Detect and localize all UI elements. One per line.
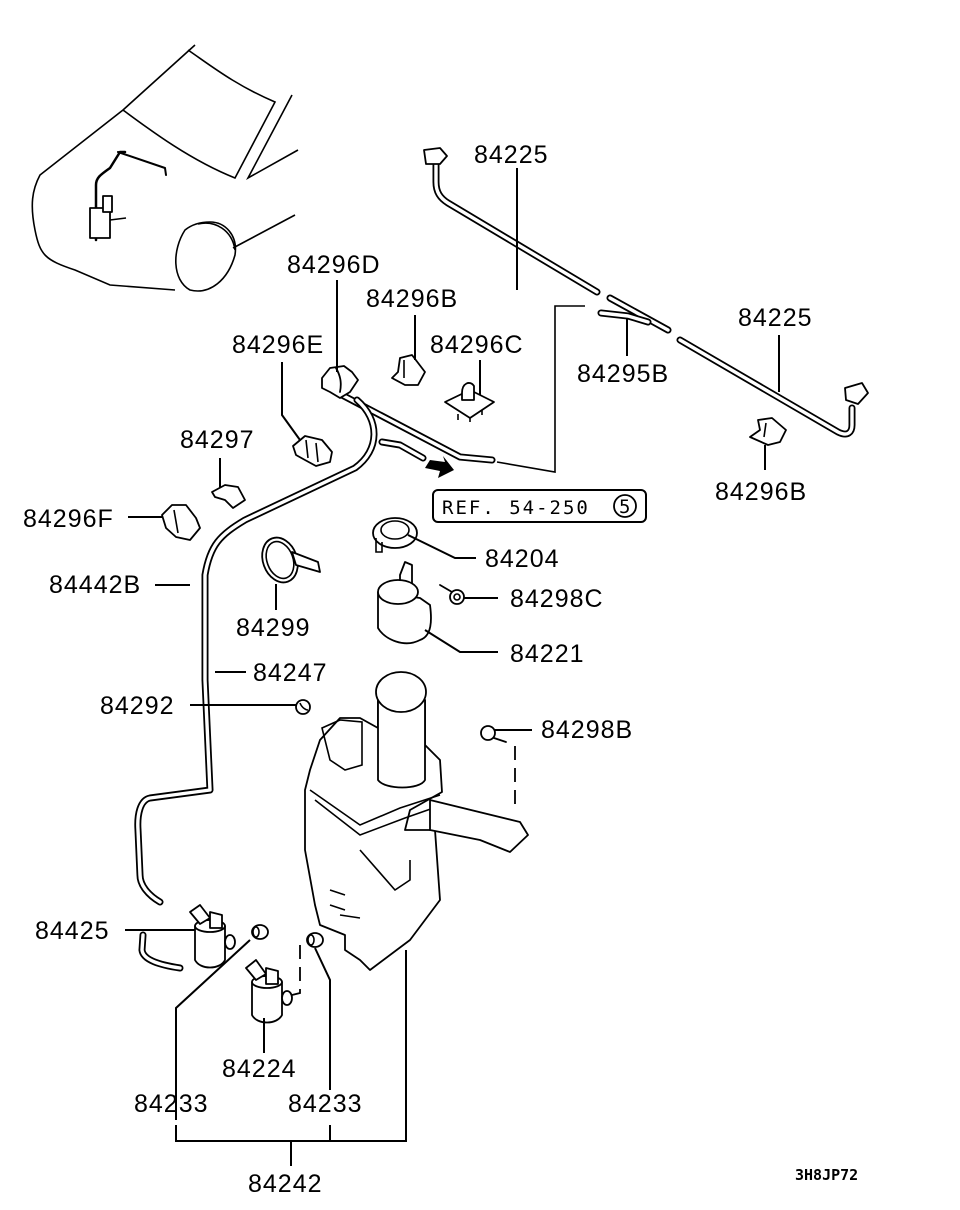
washer-reservoir-tank xyxy=(304,671,529,971)
leader-lines xyxy=(125,168,780,1166)
part-label[interactable]: 84296B xyxy=(366,285,458,313)
reference-arrow-icon xyxy=(425,456,454,478)
part-label[interactable]: 84225 xyxy=(474,141,549,169)
reference-page-number: 5 xyxy=(619,496,632,518)
reference-box[interactable]: REF. 54-250 5 xyxy=(432,489,647,523)
grommet-84233-right xyxy=(306,932,324,948)
part-label[interactable]: 84242 xyxy=(248,1170,323,1198)
part-label[interactable]: 84224 xyxy=(222,1055,297,1083)
vehicle-overview-sketch xyxy=(31,44,299,292)
reference-circle-icon xyxy=(613,494,637,518)
part-label[interactable]: 84247 xyxy=(253,659,328,687)
cap-84204 xyxy=(372,517,418,553)
clip-84296F xyxy=(161,504,201,541)
part-label[interactable]: 84296D xyxy=(287,251,381,279)
pump-84224 xyxy=(245,959,293,1024)
bolt-84298B xyxy=(480,725,507,743)
part-label[interactable]: 84295B xyxy=(577,360,669,388)
part-label[interactable]: 84298B xyxy=(541,716,633,744)
drawing-code: 3H8JP72 xyxy=(795,1166,858,1184)
clip-84296E xyxy=(292,435,333,467)
clip-84296C xyxy=(444,382,495,422)
part-label[interactable]: 84297 xyxy=(180,426,255,454)
clip-84296B-top xyxy=(391,354,426,386)
washer-hose-84225-lower xyxy=(676,336,869,438)
washer-hose-84225-upper xyxy=(423,147,601,296)
filler-neck-84221 xyxy=(377,561,432,645)
part-label[interactable]: 84296B xyxy=(715,478,807,506)
pump-84425 xyxy=(189,904,236,969)
part-label[interactable]: 84296C xyxy=(430,331,524,359)
clip-84297 xyxy=(211,484,246,509)
part-label[interactable]: 84296F xyxy=(23,505,114,533)
part-label[interactable]: 84442B xyxy=(49,571,141,599)
part-label[interactable]: 84292 xyxy=(100,692,175,720)
part-label[interactable]: 84298C xyxy=(510,585,604,613)
part-labels: 84225 84225 84296D 84296B 84296C 84296E … xyxy=(23,141,813,1198)
part-label[interactable]: 84204 xyxy=(485,545,560,573)
part-label[interactable]: 84233 xyxy=(134,1090,209,1118)
grommet-84233-left xyxy=(251,924,269,940)
part-label[interactable]: 84299 xyxy=(236,614,311,642)
part-label[interactable]: 84425 xyxy=(35,917,110,945)
part-label[interactable]: 84233 xyxy=(288,1090,363,1118)
part-label[interactable]: 84225 xyxy=(738,304,813,332)
washer-hose-main xyxy=(134,391,496,972)
bolt-84298C xyxy=(439,584,465,605)
y-joint-84295B xyxy=(597,294,672,334)
connector-84296D xyxy=(321,365,359,399)
grommet-84292 xyxy=(295,699,311,715)
part-label[interactable]: 84296E xyxy=(232,331,324,359)
reference-text: REF. 54-250 xyxy=(442,497,590,519)
part-label[interactable]: 84221 xyxy=(510,640,585,668)
band-84299 xyxy=(261,536,321,584)
clip-84296B-right xyxy=(749,417,787,446)
